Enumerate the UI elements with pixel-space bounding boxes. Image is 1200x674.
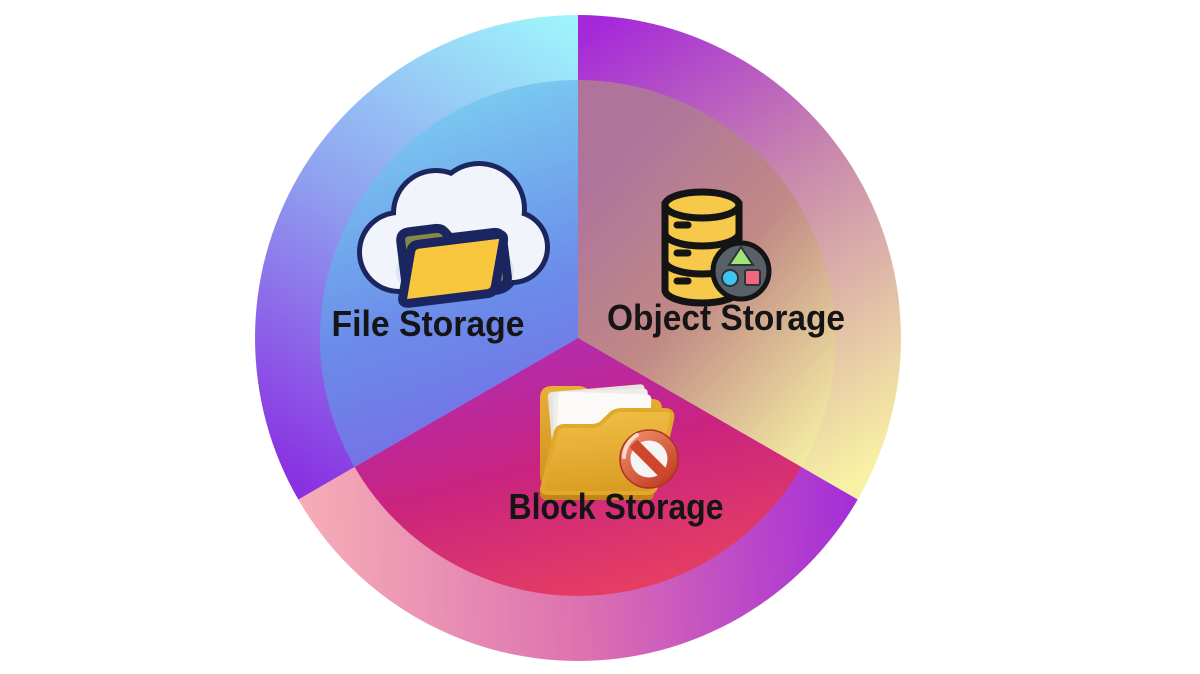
folder-front-panel <box>398 229 509 308</box>
prohibition-sign-icon <box>619 429 679 489</box>
database-shapes-icon <box>661 188 772 307</box>
triangle-shape-icon <box>727 245 755 266</box>
cloud-folder-icon <box>357 161 550 308</box>
block-storage-label: Block Storage <box>509 486 724 527</box>
cloud-folder <box>396 223 512 308</box>
database-dashes <box>673 221 692 285</box>
blocked-folder-icon <box>540 384 679 500</box>
square-shape-icon <box>744 269 761 286</box>
file-storage-label: File Storage <box>332 303 525 344</box>
circle-shape-icon <box>721 269 739 287</box>
object-storage-label: Object Storage <box>607 297 845 338</box>
